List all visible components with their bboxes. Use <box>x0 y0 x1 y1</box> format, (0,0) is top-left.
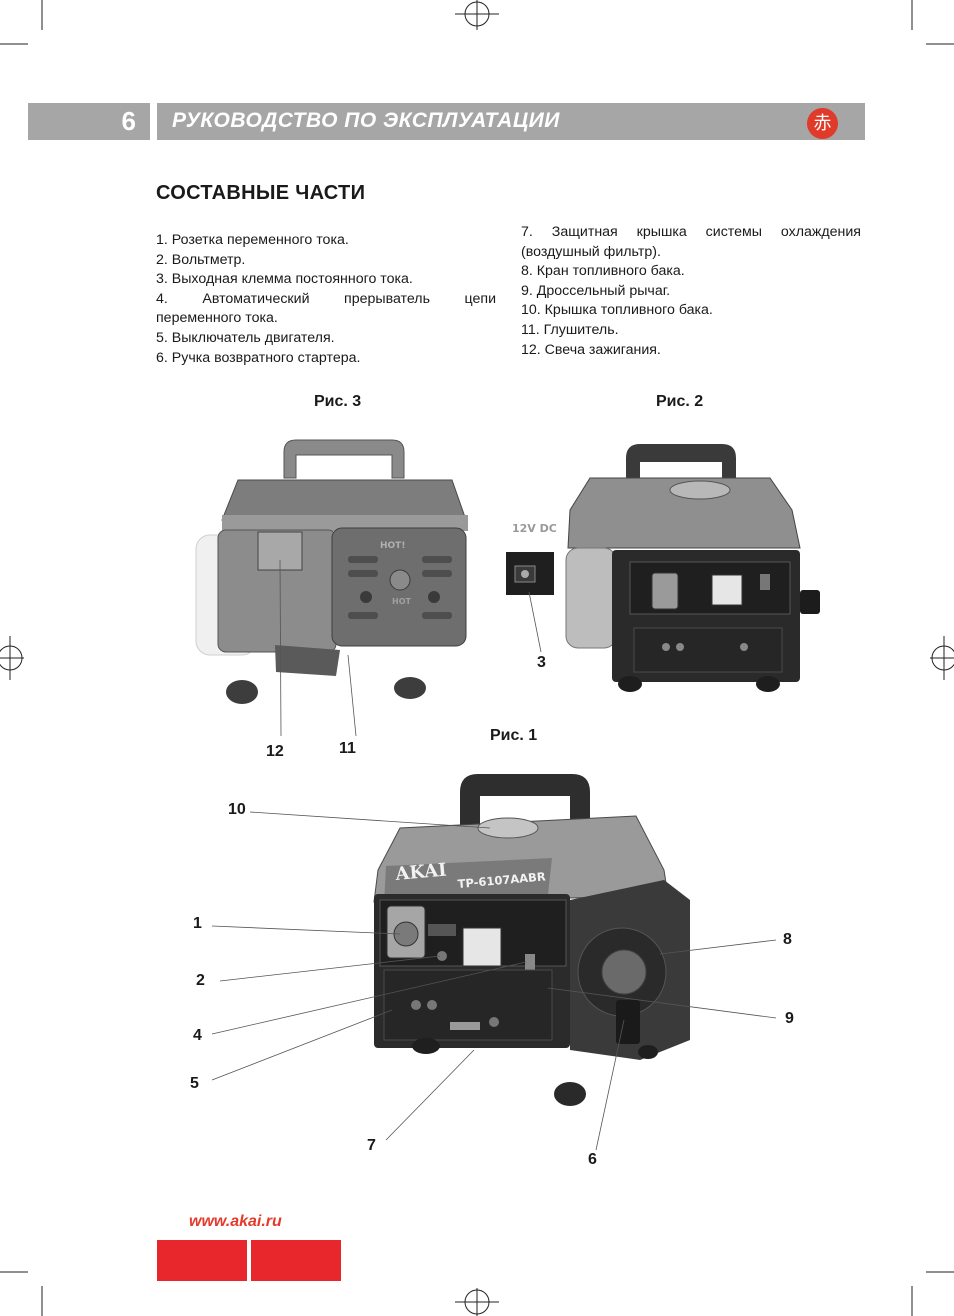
callout-9: 9 <box>785 1010 794 1027</box>
callout-10: 10 <box>228 801 246 818</box>
parts-list-right: 7. Защитная крышка системы охлаждения (в… <box>521 223 861 360</box>
callout-11: 11 <box>339 740 356 757</box>
callout-8: 8 <box>783 931 792 948</box>
hot-warning-label: HOT! <box>380 541 405 551</box>
list-item: 6. Ручка возвратного стартера. <box>156 349 361 366</box>
footer-red-block-left <box>157 1240 247 1281</box>
callout-4: 4 <box>193 1027 202 1044</box>
callout-6: 6 <box>588 1151 597 1168</box>
callout-5: 5 <box>190 1075 199 1092</box>
callout-12: 12 <box>266 743 284 760</box>
page-number: 6 <box>28 103 150 140</box>
callout-7: 7 <box>367 1137 376 1154</box>
parts-list-left: 1. Розетка переменного тока. 2. Вольтмет… <box>156 231 496 368</box>
list-item: 8. Кран топливного бака. <box>521 263 685 280</box>
list-item: 3. Выходная клемма постоянного тока. <box>156 271 413 288</box>
header-title: РУКОВОДСТВО ПО ЭКСПЛУАТАЦИИ <box>172 109 560 132</box>
figure-label-3: Рис. 3 <box>314 393 362 410</box>
fig3-generator-rear: HOT! HOT <box>195 439 468 704</box>
fig2-generator-front: 12V DC <box>506 444 820 692</box>
fig1-generator-main: AKAI TP-6107AABR <box>373 774 690 1106</box>
callout-2: 2 <box>196 972 205 989</box>
list-item: 5. Выключатель двигателя. <box>156 329 335 346</box>
dc-terminal-label: 12V DC <box>512 522 557 535</box>
list-item: 10. Крышка топливного бака. <box>521 302 713 319</box>
list-item: 2. Вольтметр. <box>156 251 246 268</box>
footer-red-block-right <box>251 1240 341 1281</box>
list-item: 12. Свеча зажигания. <box>521 341 661 358</box>
callout-3: 3 <box>537 654 546 671</box>
section-title: СОСТАВНЫЕ ЧАСТИ <box>156 182 366 204</box>
footer-url[interactable]: www.akai.ru <box>189 1213 282 1230</box>
figure-label-1: Рис. 1 <box>490 727 538 744</box>
list-item: переменного тока. <box>156 310 278 327</box>
list-item: (воздушный фильтр). <box>521 243 661 260</box>
list-item: 11. Глушитель. <box>521 321 619 338</box>
callout-1: 1 <box>193 915 202 932</box>
hot-warning-sublabel: HOT <box>392 597 411 606</box>
header-bar <box>157 103 865 140</box>
figure-label-2: Рис. 2 <box>656 393 704 410</box>
list-item: 1. Розетка переменного тока. <box>156 232 349 248</box>
list-item: 9. Дроссельный рычаг. <box>521 282 671 299</box>
brand-logo: AKAI <box>394 860 448 885</box>
list-item: 7. Защитная крышка системы охлаждения <box>521 224 861 240</box>
brand-logo-icon: 赤 <box>807 108 838 139</box>
list-item: 4. Автоматический прерыватель цепи <box>156 290 496 307</box>
